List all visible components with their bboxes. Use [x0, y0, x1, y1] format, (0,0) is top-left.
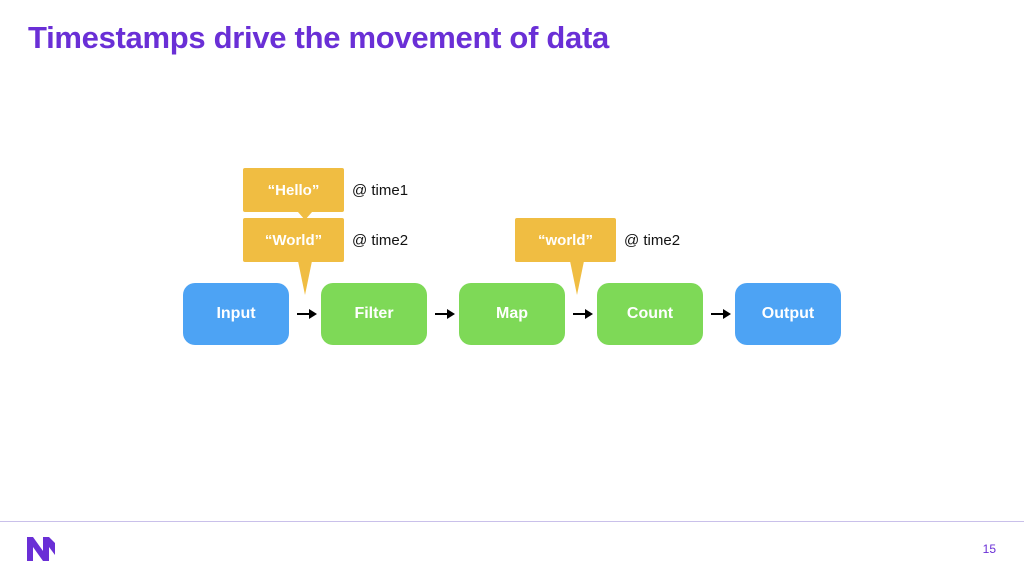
arrow-count-output	[711, 309, 731, 319]
node-output: Output	[735, 283, 841, 345]
bubble-tail-world	[298, 261, 312, 295]
timestamp-hello: @ time1	[352, 182, 409, 199]
node-map: Map	[459, 283, 565, 345]
arrow-filter-map	[435, 309, 455, 319]
bubble-tail-world-lower	[570, 261, 584, 295]
page-number: 15	[982, 542, 996, 556]
arrow-input-filter	[297, 309, 317, 319]
timestamp-world: @ time2	[352, 232, 409, 249]
bubble-tail-hello	[298, 212, 312, 220]
message-bubble-world-lower: “world”	[515, 218, 616, 262]
slide-title: Timestamps drive the movement of data	[28, 20, 609, 55]
node-input: Input	[183, 283, 289, 345]
message-bubble-hello: “Hello”	[243, 168, 344, 212]
message-bubble-world: “World”	[243, 218, 344, 262]
brand-logo-icon	[27, 537, 55, 561]
node-filter: Filter	[321, 283, 427, 345]
node-count: Count	[597, 283, 703, 345]
footer-divider	[0, 521, 1024, 522]
arrow-map-count	[573, 309, 593, 319]
timestamp-world-lower: @ time2	[624, 232, 681, 249]
